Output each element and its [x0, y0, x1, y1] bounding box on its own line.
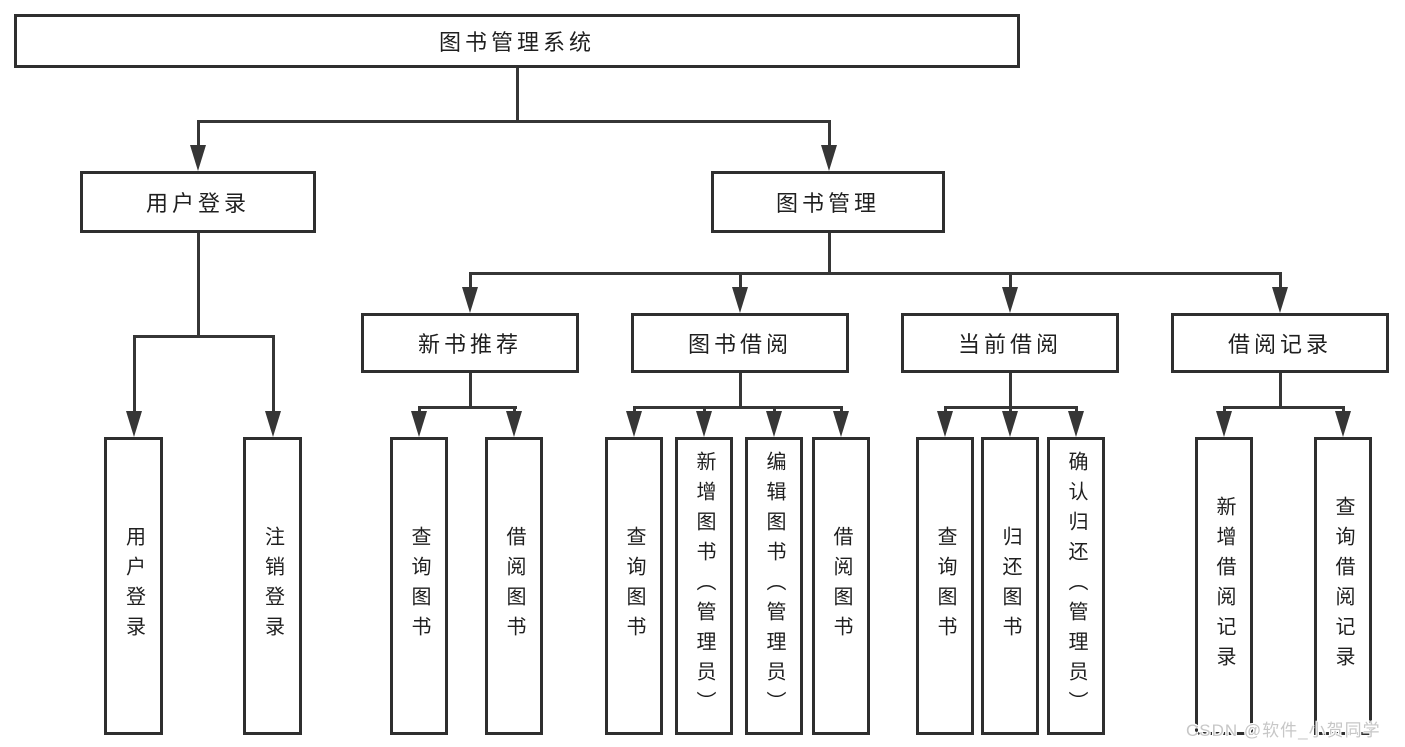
leaf-recommend-borrow-books-label: 借阅图书 — [503, 526, 525, 646]
arrow-down-icon — [766, 411, 782, 437]
leaf-user-login: 用户登录 — [104, 437, 163, 735]
connector-line — [272, 335, 275, 415]
leaf-current-return-books-label: 归还图书 — [999, 526, 1021, 646]
node-borrowing-records-label: 借阅记录 — [1227, 332, 1332, 357]
leaf-logout-label: 注销登录 — [261, 526, 284, 646]
arrow-down-icon — [1002, 411, 1018, 437]
arrow-down-icon — [696, 411, 712, 437]
leaf-borrowing-borrow-books-label: 借阅图书 — [830, 526, 852, 646]
arrow-down-icon — [411, 411, 427, 437]
connector-line — [197, 120, 200, 152]
leaf-borrowing-query-books-label: 查询图书 — [623, 526, 645, 646]
leaf-current-return-books: 归还图书 — [981, 437, 1039, 735]
leaf-current-confirm-return-admin: 确认归还（管理员） — [1047, 437, 1105, 735]
arrow-down-icon — [1272, 287, 1288, 313]
arrow-down-icon — [821, 145, 837, 171]
leaf-borrowing-add-books-admin: 新增图书（管理员） — [675, 437, 733, 735]
connector-line — [739, 272, 742, 290]
arrow-down-icon — [265, 411, 281, 437]
connector-line — [133, 335, 275, 338]
arrow-down-icon — [506, 411, 522, 437]
leaf-records-query-record-label: 查询借阅记录 — [1332, 496, 1354, 676]
node-new-book-recommend-label: 新书推荐 — [417, 332, 522, 357]
csdn-watermark: CSDN @软件_小贺同学 — [1186, 721, 1381, 740]
connector-line — [197, 233, 200, 335]
arrow-down-icon — [937, 411, 953, 437]
connector-line — [1009, 373, 1012, 406]
arrow-down-icon — [626, 411, 642, 437]
leaf-borrowing-edit-books-admin: 编辑图书（管理员） — [745, 437, 803, 735]
leaf-user-login-label: 用户登录 — [122, 526, 145, 646]
connector-line — [469, 272, 1282, 275]
leaf-borrowing-borrow-books: 借阅图书 — [812, 437, 870, 735]
node-borrowing-records: 借阅记录 — [1171, 313, 1389, 373]
leaf-records-add-record: 新增借阅记录 — [1195, 437, 1253, 735]
leaf-current-query-books: 查询图书 — [916, 437, 974, 735]
connector-line — [197, 120, 831, 123]
node-book-management-branch-label: 图书管理 — [775, 191, 880, 216]
arrow-down-icon — [126, 411, 142, 437]
leaf-borrowing-edit-books-admin-label: 编辑图书（管理员） — [763, 451, 785, 721]
node-book-management-branch: 图书管理 — [711, 171, 945, 233]
arrow-down-icon — [190, 145, 206, 171]
node-user-login-branch-label: 用户登录 — [145, 191, 250, 216]
leaf-current-confirm-return-admin-label: 确认归还（管理员） — [1065, 451, 1087, 721]
arrow-down-icon — [833, 411, 849, 437]
arrow-down-icon — [1335, 411, 1351, 437]
leaf-recommend-query-books-label: 查询图书 — [408, 526, 430, 646]
leaf-current-query-books-label: 查询图书 — [934, 526, 956, 646]
connector-line — [133, 335, 136, 415]
leaf-borrowing-add-books-admin-label: 新增图书（管理员） — [693, 451, 715, 721]
node-new-book-recommend: 新书推荐 — [361, 313, 579, 373]
connector-line — [516, 68, 519, 120]
leaf-logout: 注销登录 — [243, 437, 302, 735]
node-book-borrowing-label: 图书借阅 — [687, 332, 792, 357]
connector-line — [418, 406, 517, 409]
connector-line — [1279, 373, 1282, 406]
leaf-records-query-record: 查询借阅记录 — [1314, 437, 1372, 735]
connector-line — [1279, 272, 1282, 290]
arrow-down-icon — [732, 287, 748, 313]
arrow-down-icon — [1216, 411, 1232, 437]
connector-line — [1009, 272, 1012, 290]
node-library-system: 图书管理系统 — [14, 14, 1020, 68]
leaf-borrowing-query-books: 查询图书 — [605, 437, 663, 735]
connector-line — [828, 233, 831, 272]
node-library-system-label: 图书管理系统 — [438, 30, 595, 55]
connector-line — [739, 373, 742, 406]
arrow-down-icon — [1002, 287, 1018, 313]
arrow-down-icon — [462, 287, 478, 313]
leaf-records-add-record-label: 新增借阅记录 — [1213, 496, 1235, 676]
leaf-recommend-borrow-books: 借阅图书 — [485, 437, 543, 735]
connector-line — [1223, 406, 1345, 409]
arrow-down-icon — [1068, 411, 1084, 437]
node-current-borrowing-label: 当前借阅 — [957, 332, 1062, 357]
connector-line — [828, 120, 831, 152]
node-current-borrowing: 当前借阅 — [901, 313, 1119, 373]
connector-line — [469, 272, 472, 290]
node-book-borrowing: 图书借阅 — [631, 313, 849, 373]
node-user-login-branch: 用户登录 — [80, 171, 316, 233]
connector-line — [469, 373, 472, 406]
connector-line — [633, 406, 843, 409]
leaf-recommend-query-books: 查询图书 — [390, 437, 448, 735]
